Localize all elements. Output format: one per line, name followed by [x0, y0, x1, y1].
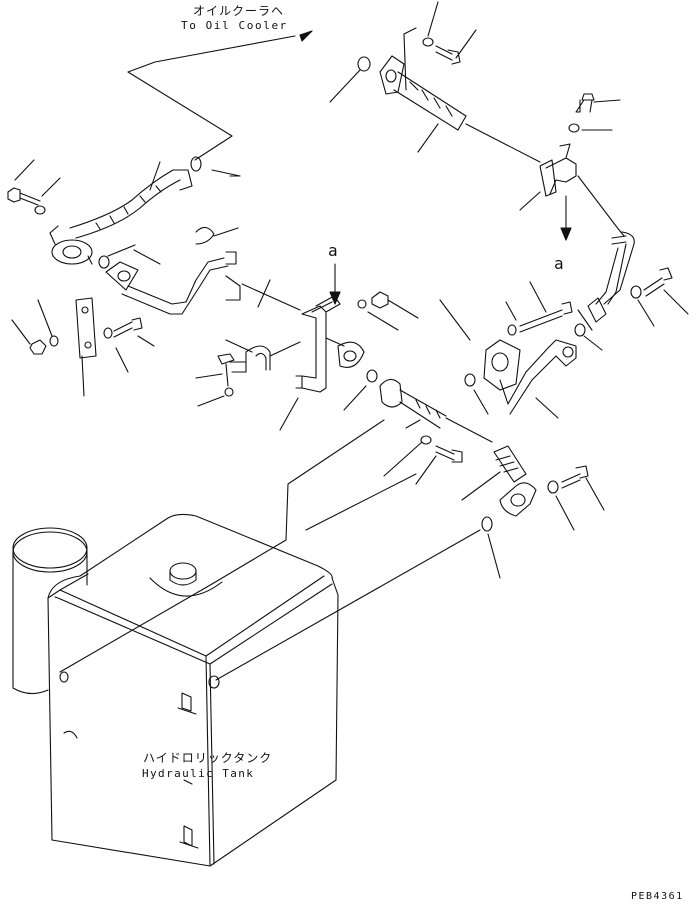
- washer-icon: [568, 123, 580, 133]
- drawing-code: PEB4361: [631, 891, 684, 902]
- nut-icon: [371, 291, 389, 309]
- oil-cooler-label-jp: オイルクーラヘ: [193, 4, 285, 18]
- lower-center-tube: [379, 378, 605, 579]
- piping-route-lines: [59, 419, 481, 681]
- tank-label-jp: ハイドロリックタンク: [143, 751, 273, 765]
- washer-icon: [507, 324, 517, 336]
- top-flange: [379, 55, 405, 95]
- tank-filler-cap: [169, 562, 197, 580]
- tank-return-port: [59, 671, 69, 683]
- washer-icon: [630, 285, 642, 299]
- top-center-tube: [329, 1, 541, 163]
- middle-pipe-flange: [105, 261, 139, 291]
- washer-icon: [357, 299, 367, 309]
- middle-pipe-assembly: [11, 226, 301, 397]
- upper-left-flange: [51, 239, 93, 265]
- o-ring-lower: [481, 516, 493, 532]
- washer-icon: [34, 205, 46, 215]
- clamp-bracket-assembly: [195, 263, 419, 431]
- o-ring-right: [574, 323, 586, 337]
- tank-suction-port: [208, 675, 220, 689]
- o-ring-top: [357, 56, 371, 72]
- view-arrow-a2-icon: [560, 227, 572, 241]
- view-mark-a-2: a: [554, 254, 564, 273]
- left-bracket: [75, 297, 97, 359]
- washer-icon: [422, 37, 434, 47]
- oil-cooler-route: [127, 30, 313, 177]
- o-ring-upper: [190, 156, 202, 172]
- bolt-icon: [7, 187, 21, 203]
- o-ring-left: [98, 255, 110, 269]
- hydraulic-tank: [12, 513, 339, 867]
- elbow-flange: [483, 339, 521, 391]
- tank-label-en: Hydraulic Tank: [142, 767, 255, 780]
- washer-icon: [547, 480, 559, 494]
- washer-icon: [49, 335, 59, 347]
- nut-icon: [29, 339, 47, 355]
- right-clamp-hose: [519, 93, 689, 351]
- oil-cooler-label-en: To Oil Cooler: [181, 19, 288, 32]
- right-elbow-pipe: [439, 281, 577, 419]
- bolt-icon: [581, 93, 595, 101]
- o-ring-elbow: [464, 373, 476, 387]
- upper-left-hose: [7, 156, 241, 269]
- support-bracket: [301, 305, 327, 393]
- washer-icon: [103, 327, 113, 339]
- arrow-to-oil-cooler-icon: [299, 30, 313, 42]
- lower-flange: [379, 378, 403, 408]
- view-arrow-a-icon: [329, 291, 341, 305]
- washer-icon: [420, 435, 432, 445]
- washer-icon: [224, 387, 234, 397]
- tank-filter-cap: [12, 527, 88, 569]
- view-mark-a-1: a: [328, 241, 338, 260]
- o-ring-mid: [366, 369, 378, 383]
